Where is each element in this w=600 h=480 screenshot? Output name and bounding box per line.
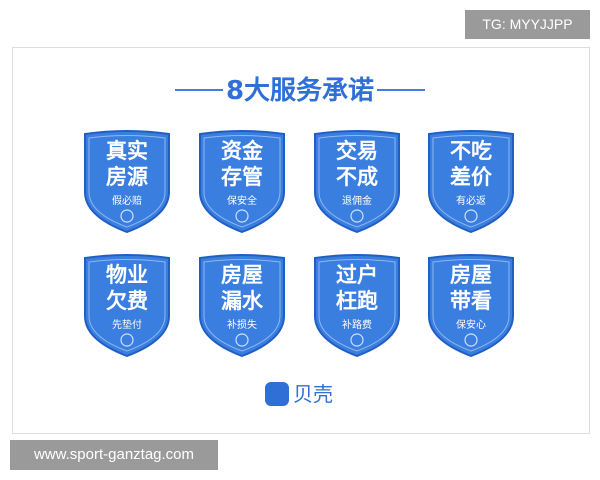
promise-title-line1: 资金 bbox=[221, 139, 263, 163]
promise-title-line1: 交易 bbox=[336, 139, 378, 163]
promise-subtitle: 先垫付 bbox=[112, 320, 142, 331]
promise-subtitle: 有必返 bbox=[456, 196, 486, 207]
promise-title-line2: 欠费 bbox=[106, 289, 148, 313]
title-divider-right bbox=[377, 89, 425, 91]
promise-title-line2: 带看 bbox=[450, 289, 492, 313]
promise-shield: 资金存管 保安全 bbox=[197, 130, 287, 234]
promise-subtitle: 假必赔 bbox=[112, 196, 142, 207]
promise-title-line2: 不成 bbox=[336, 165, 378, 189]
promise-shield: 过户枉跑 补路费 bbox=[312, 254, 402, 358]
heart-icon bbox=[235, 209, 249, 223]
watermark-top: TG: MYYJJPP bbox=[465, 10, 590, 39]
promise-title-line2: 房源 bbox=[106, 165, 148, 189]
promise-title-line2: 差价 bbox=[450, 165, 492, 189]
heart-icon bbox=[120, 209, 134, 223]
page-title: 8大服务承诺 bbox=[225, 76, 375, 106]
promise-title-line1: 房屋 bbox=[221, 263, 263, 287]
heart-icon bbox=[350, 209, 364, 223]
heart-icon bbox=[464, 333, 478, 347]
heart-icon bbox=[464, 209, 478, 223]
promise-title-line2: 存管 bbox=[221, 165, 263, 189]
brand-logo-icon bbox=[265, 382, 289, 406]
title-divider-left bbox=[175, 89, 223, 91]
promise-subtitle: 补损失 bbox=[227, 320, 257, 331]
brand-name: 贝壳 bbox=[293, 382, 333, 406]
promise-title-line1: 真实 bbox=[106, 139, 148, 163]
promise-subtitle: 退佣金 bbox=[342, 196, 372, 207]
promise-shield: 真实房源 假必赔 bbox=[82, 130, 172, 234]
promise-subtitle: 补路费 bbox=[342, 320, 372, 331]
promise-shield: 房屋带看 保安心 bbox=[426, 254, 516, 358]
wrench-icon bbox=[120, 333, 134, 347]
promise-subtitle: 保安全 bbox=[227, 196, 257, 207]
promise-title-line1: 过户 bbox=[336, 263, 378, 287]
promise-title-line1: 不吃 bbox=[450, 139, 492, 163]
road-icon bbox=[350, 333, 364, 347]
promise-title-line1: 物业 bbox=[106, 263, 148, 287]
watermark-bottom: www.sport-ganztag.com bbox=[10, 440, 218, 470]
promise-shield: 物业欠费 先垫付 bbox=[82, 254, 172, 358]
promise-shield: 交易不成 退佣金 bbox=[312, 130, 402, 234]
promise-subtitle: 保安心 bbox=[456, 320, 486, 331]
promise-title-line2: 枉跑 bbox=[336, 289, 378, 313]
promise-shield: 房屋漏水 补损失 bbox=[197, 254, 287, 358]
promise-title-line2: 漏水 bbox=[221, 289, 263, 313]
pipe-icon bbox=[235, 333, 249, 347]
promise-title-line1: 房屋 bbox=[450, 263, 492, 287]
poster-panel bbox=[12, 47, 590, 434]
promise-shield: 不吃差价 有必返 bbox=[426, 130, 516, 234]
